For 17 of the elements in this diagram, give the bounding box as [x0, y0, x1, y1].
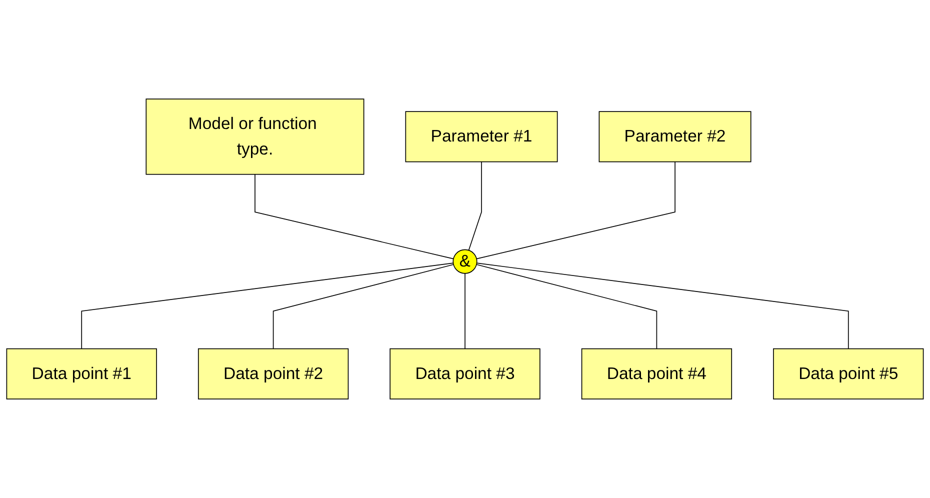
node-box: Data point #2	[198, 348, 349, 400]
node-box: Parameter #2	[598, 111, 752, 162]
connector	[468, 161, 482, 251]
node-box: Data point #3	[390, 348, 540, 400]
node-box: Parameter #1	[405, 111, 558, 162]
node-box: Data point #1	[6, 348, 157, 400]
connector	[476, 161, 676, 260]
node-box: Data point #5	[773, 348, 924, 400]
connector	[476, 262, 849, 350]
connector	[464, 273, 466, 350]
connector	[476, 264, 658, 350]
node-box: Model or function type.	[146, 98, 364, 175]
node-circle: &	[452, 249, 478, 274]
connector	[272, 264, 454, 350]
node-box: Data point #4	[581, 348, 732, 400]
connector	[254, 174, 454, 260]
connector	[81, 262, 454, 350]
